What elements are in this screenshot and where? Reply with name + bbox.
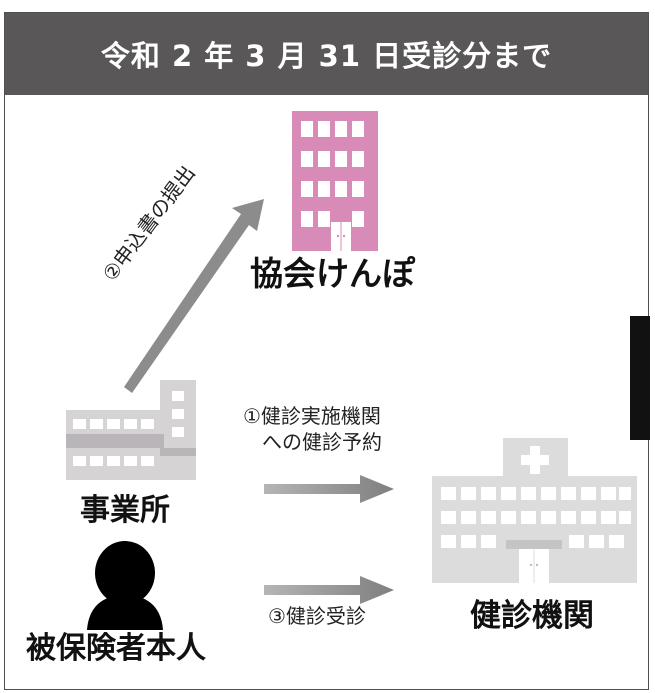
kyokai-kenpo-label: 協会けんぽ xyxy=(250,254,415,293)
person-icon xyxy=(87,541,163,630)
side-tab xyxy=(630,316,650,440)
hihokensha-label: 被保険者本人 xyxy=(26,631,206,666)
arrow-visit xyxy=(264,576,394,604)
kenshin-kikan-label: 健診機関 xyxy=(470,598,594,634)
page-title: 令和 2 年 3 月 31 日受診分まで xyxy=(5,13,648,95)
jigyosho-label: 事業所 xyxy=(80,493,170,528)
step1-label-line2: への健診予約 xyxy=(262,430,382,454)
arrow-reservation xyxy=(264,475,394,503)
arrow-application xyxy=(124,199,264,393)
company-building-icon xyxy=(66,380,196,480)
step1-label-line1: ①健診実施機関 xyxy=(243,404,381,428)
step3-label: ③健診受診 xyxy=(268,604,366,628)
hospital-icon xyxy=(432,438,637,583)
kyokai-building-icon xyxy=(292,111,378,251)
